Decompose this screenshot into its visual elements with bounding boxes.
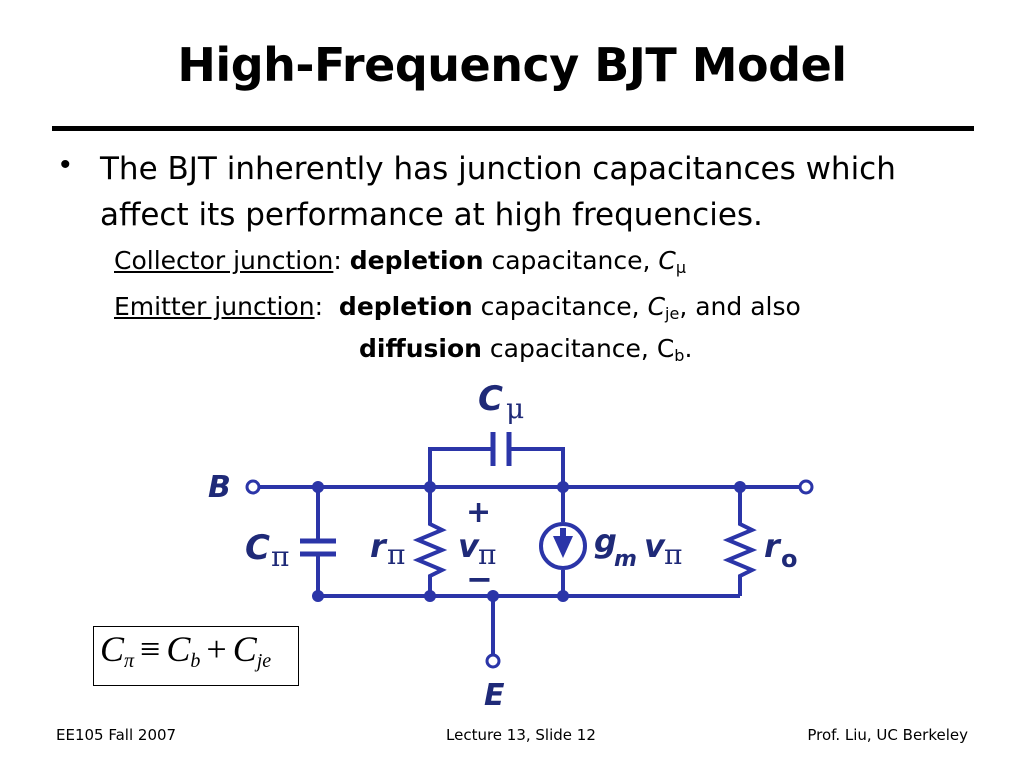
diffusion-term: diffusion	[359, 334, 482, 363]
node-dot	[734, 481, 746, 493]
cmu-left-wire	[428, 447, 493, 487]
footer-course: EE105 Fall 2007	[56, 726, 177, 744]
period: .	[684, 334, 693, 363]
node-dot	[424, 481, 436, 493]
c-symbol: C	[658, 246, 676, 275]
eq-cb: C	[166, 629, 191, 669]
mu-subscript: μ	[675, 258, 687, 277]
gm-label: g	[594, 522, 617, 560]
cmu-label: C	[478, 379, 503, 419]
emitter-junction-label: Emitter junction	[114, 292, 315, 321]
gm-v-label: v	[644, 527, 666, 565]
footer-slide-number: Lecture 13, Slide 12	[446, 726, 596, 744]
colon: :	[333, 246, 342, 275]
gm-v-sub: π	[664, 538, 682, 571]
eq-plus: +	[206, 629, 227, 669]
terminal-c	[798, 479, 814, 495]
arrow-shaft	[560, 528, 566, 540]
equation-box	[93, 626, 299, 686]
capacitance-text: capacitance, C	[489, 334, 675, 363]
node-dot	[487, 590, 499, 602]
equation: Cπ≡Cb+Cje	[100, 628, 271, 673]
rpi-sub: π	[387, 538, 405, 571]
footer-author: Prof. Liu, UC Berkeley	[807, 726, 968, 744]
b-subscript: b	[674, 346, 685, 365]
eq-je-sub: je	[256, 650, 272, 672]
diffusion-line: diffusion capacitance, Cb.	[359, 334, 692, 365]
collector-junction-label: Collector junction	[114, 246, 334, 275]
ro-sub: o	[781, 545, 798, 573]
capacitance-text: capacitance,	[491, 246, 659, 275]
node-dot	[557, 481, 569, 493]
gm-source-circle	[539, 522, 587, 570]
colon: :	[314, 292, 324, 321]
eq-cpi: C	[100, 629, 125, 669]
gm-sub: m	[614, 547, 637, 572]
depletion-term: depletion	[349, 246, 484, 275]
arrow-down-icon	[553, 536, 573, 558]
ro-resistor	[722, 487, 758, 596]
vpi-label: v	[458, 527, 480, 565]
eq-b-sub: b	[190, 650, 201, 672]
terminal-e	[485, 653, 501, 669]
vpi-sub: π	[478, 538, 496, 571]
collector-junction-line: Collector junction: depletion capacitanc…	[114, 246, 686, 277]
slide-title: High-Frequency BJT Model	[177, 38, 847, 92]
cpi-label: C	[245, 528, 270, 568]
node-dot	[312, 481, 324, 493]
cpi-sub: π	[271, 540, 289, 573]
c-symbol: C	[647, 292, 666, 321]
bullet-text: The BJT inherently has junction capacita…	[100, 151, 896, 233]
plus-sign: +	[466, 495, 491, 530]
node-dot	[557, 590, 569, 602]
circuit-terminals	[245, 479, 814, 669]
circuit-wires	[258, 432, 806, 655]
emitter-junction-line: Emitter junction: depletion capacitance,…	[114, 292, 801, 323]
title-divider	[52, 126, 974, 131]
capacitance-text: capacitance,	[480, 292, 648, 321]
b-label: B	[208, 470, 231, 505]
cmu-right-wire	[509, 447, 565, 487]
eq-pi-sub: π	[124, 650, 135, 672]
depletion-term: depletion	[338, 292, 473, 321]
ro-label: r	[764, 527, 782, 565]
minus-sign: −	[466, 560, 493, 598]
and-also-text: , and also	[679, 292, 801, 321]
je-subscript: je	[665, 304, 680, 323]
node-dot	[312, 590, 324, 602]
e-label: E	[484, 678, 505, 713]
circuit-nodes	[312, 481, 746, 602]
cmu-sub: μ	[506, 392, 524, 425]
bullet-marker: •	[60, 148, 71, 181]
rpi-label: r	[370, 527, 388, 565]
node-dot	[424, 590, 436, 602]
rpi-resistor	[412, 487, 448, 596]
eq-cje: C	[232, 629, 257, 669]
eq-equiv: ≡	[140, 629, 161, 669]
terminal-b	[245, 479, 261, 495]
